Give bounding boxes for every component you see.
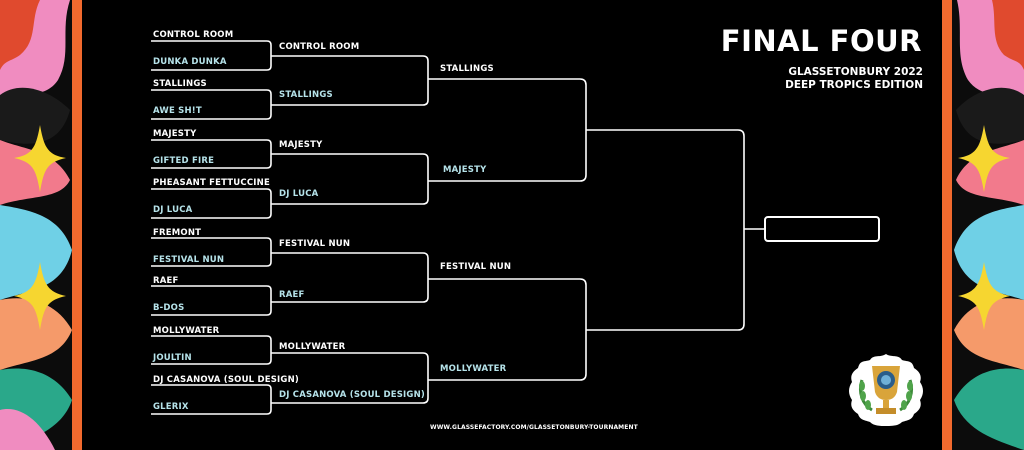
- round-2-entry: MOLLYWATER: [279, 342, 346, 352]
- round-1-bracket-line: [151, 285, 272, 316]
- tournament-url: WWW.GLASSEFACTORY.COM/GLASSETONBURY-TOUR…: [430, 424, 638, 431]
- round-2-entry: STALLINGS: [279, 90, 333, 100]
- round-2-bracket-line: [271, 153, 429, 205]
- round-3-entry: MAJESTY: [443, 165, 487, 175]
- left-decorative-art: [0, 0, 82, 450]
- round-1-entry: FESTIVAL NUN: [153, 255, 225, 265]
- round-1-entry: GIFTED FIRE: [153, 156, 215, 166]
- round-3-entry: STALLINGS: [440, 64, 494, 74]
- right-decorative-art: [942, 0, 1024, 450]
- round-1-bracket-line: [151, 384, 272, 415]
- round-1-entry: DJ CASANOVA (SOUL DESIGN): [153, 375, 299, 385]
- round-1-entry: JOULTIN: [153, 353, 192, 363]
- page-title: FINAL FOUR: [720, 24, 922, 58]
- round-2-entry: DJ LUCA: [279, 189, 319, 199]
- champion-box: [764, 216, 880, 242]
- trophy-logo-badge: [849, 354, 923, 426]
- round-1-entry: CONTROL ROOM: [153, 30, 234, 40]
- round-2-entry: FESTIVAL NUN: [279, 239, 351, 249]
- round-3-entry: FESTIVAL NUN: [440, 262, 512, 272]
- round-3-entry: MOLLYWATER: [440, 364, 507, 374]
- round-1-entry: STALLINGS: [153, 79, 207, 89]
- edition-subtitle: DEEP TROPICS EDITION: [785, 79, 923, 91]
- round-2-bracket-line: [271, 55, 429, 106]
- round-2-entry: DJ CASANOVA (SOUL DESIGN): [279, 390, 425, 400]
- round-1-entry: MOLLYWATER: [153, 326, 220, 336]
- round-1-entry: DUNKA DUNKA: [153, 57, 227, 67]
- round-2-entry: RAEF: [279, 290, 305, 300]
- round-1-entry: RAEF: [153, 276, 179, 286]
- round-1-entry: PHEASANT FETTUCCINE: [153, 178, 270, 188]
- round-2-bracket-line: [271, 352, 429, 404]
- round-1-entry: GLERIX: [153, 402, 189, 412]
- semifinal-bracket-line: [586, 129, 745, 331]
- round-2-entry: MAJESTY: [279, 140, 323, 150]
- round-1-entry: B-DOS: [153, 303, 185, 313]
- round-1-entry: AWE SH!T: [153, 106, 202, 116]
- round-1-bracket-line: [151, 237, 272, 267]
- round-1-entry: MAJESTY: [153, 129, 197, 139]
- round-2-bracket-line: [271, 252, 429, 303]
- round-1-bracket-line: [151, 335, 272, 365]
- event-subtitle: GLASSETONBURY 2022: [788, 66, 923, 78]
- round-2-entry: CONTROL ROOM: [279, 42, 360, 52]
- round-1-entry: FREMONT: [153, 228, 202, 238]
- round-1-entry: DJ LUCA: [153, 205, 193, 215]
